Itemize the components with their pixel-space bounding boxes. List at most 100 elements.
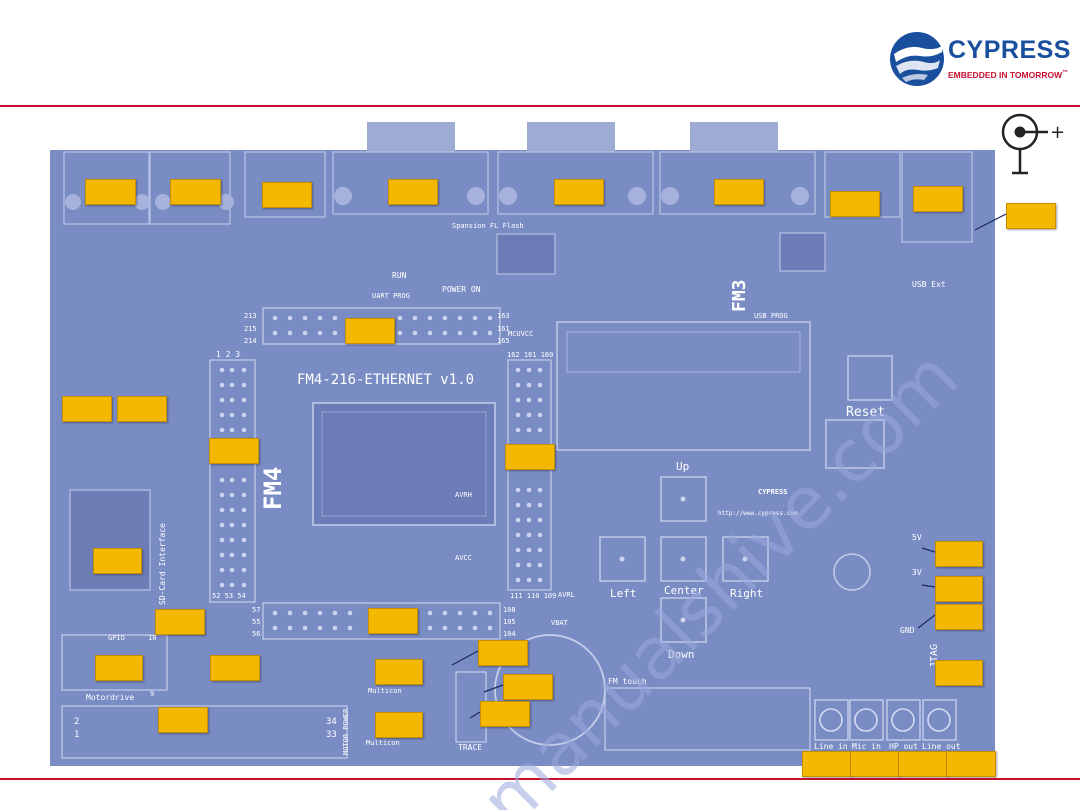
label-up: Up <box>676 460 689 473</box>
callout-marker <box>375 659 423 685</box>
callout-marker <box>935 576 983 602</box>
label-3v: 3V <box>912 568 922 577</box>
callout-marker <box>209 438 259 464</box>
label-vbat: VBAT <box>551 619 569 627</box>
mcu-chip <box>312 402 496 526</box>
callout-marker <box>830 191 880 217</box>
callout-marker <box>375 712 423 738</box>
svg-text:+: + <box>1050 122 1065 143</box>
label-spansion-flash: Spansion FL Flash <box>452 222 524 230</box>
pin-163: 163 <box>497 312 510 320</box>
callout-marker <box>714 179 764 205</box>
connector-tab <box>690 122 778 152</box>
header-right <box>507 359 552 591</box>
fm3-logo: FM3 <box>729 279 750 312</box>
lcd-area <box>556 321 811 451</box>
callout-marker <box>802 751 852 777</box>
label-left: Left <box>610 587 637 600</box>
label-right: Right <box>730 587 763 600</box>
callout-marker <box>388 179 438 205</box>
callout-marker <box>155 609 205 635</box>
label-run: RUN <box>392 271 407 280</box>
callout-marker <box>503 674 553 700</box>
pin-10: 10 <box>148 634 156 642</box>
callout-marker <box>1006 203 1056 229</box>
callout-marker <box>345 318 395 344</box>
pin-162-161-160: 162 161 160 <box>507 351 553 359</box>
navigation-buttons <box>599 476 769 643</box>
label-avrl: AVRL <box>558 591 575 599</box>
label-down: Down <box>668 648 695 661</box>
connector-tab <box>367 122 455 152</box>
label-center: Center <box>664 584 704 597</box>
pin-52-53-54: 52 53 54 <box>212 592 246 600</box>
label-hp-out: HP out <box>889 742 918 751</box>
pin-108: 108 <box>503 606 516 614</box>
pin-111-110-109: 111 110 109 <box>510 592 556 600</box>
callout-marker <box>262 182 312 208</box>
callout-marker <box>85 179 136 205</box>
label-multicon-1: Multicon <box>368 687 402 695</box>
dc-power-jack-icon: + <box>1001 113 1065 175</box>
callout-marker <box>210 655 260 681</box>
pin-33: 33 <box>326 730 337 740</box>
callout-marker <box>554 179 604 205</box>
label-sd-card: SD-Card Interface <box>158 523 167 605</box>
label-fm-touch: FM touch <box>608 677 647 686</box>
callout-marker <box>935 604 983 630</box>
flash-chip <box>496 233 556 275</box>
brand-tagline: EMBEDDED IN TOMORROW™ <box>948 70 1069 80</box>
callout-marker <box>898 751 948 777</box>
buzzer <box>833 553 871 591</box>
touch-pad <box>604 687 811 751</box>
callout-marker <box>117 396 167 422</box>
label-cypress-small: CYPRESS <box>758 488 788 496</box>
pin-105: 105 <box>503 618 516 626</box>
label-power-on: POWER ON <box>442 285 481 294</box>
pin-161: 161 <box>497 325 510 333</box>
callout-marker <box>946 751 996 777</box>
label-gnd: GND <box>900 626 915 635</box>
label-gpio: GPIO <box>108 634 125 642</box>
label-usb-prog: USB PROG <box>754 312 788 320</box>
pin-56: 56 <box>252 630 260 638</box>
label-mic-in: Mic in <box>852 742 881 751</box>
bottom-divider <box>0 778 1080 780</box>
callout-marker <box>913 186 963 212</box>
pin-214: 214 <box>244 337 257 345</box>
pin-215: 215 <box>244 325 257 333</box>
callout-marker <box>850 751 900 777</box>
usb-chip <box>779 232 826 272</box>
pin-9: 9 <box>150 690 154 698</box>
label-line-in: Line in <box>814 742 848 751</box>
callout-marker <box>158 707 208 733</box>
callout-marker <box>368 608 418 634</box>
label-url: http://www.cypress.com <box>718 510 798 517</box>
header-left <box>209 359 256 603</box>
pin-57: 57 <box>252 606 260 614</box>
label-motor-power: MOTOR POWER <box>342 708 350 755</box>
fm4-logo: FM4 <box>259 467 287 510</box>
pin-1-2-3: 1 2 3 <box>216 350 240 359</box>
motordrive-connector <box>61 634 168 691</box>
cypress-logo: CYPRESS EMBEDDED IN TOMORROW™ <box>888 28 1078 92</box>
pin-104: 104 <box>503 630 516 638</box>
bottom-connector <box>61 705 348 759</box>
callout-marker <box>95 655 143 681</box>
inductor <box>825 419 885 469</box>
label-uart-prog: UART PROG <box>372 292 410 300</box>
jack-outlines <box>63 151 973 243</box>
brand-name: CYPRESS <box>948 36 1071 64</box>
callout-marker <box>93 548 142 574</box>
mounting-holes <box>65 187 809 210</box>
label-mcuvcc: MCUVCC <box>508 330 533 338</box>
label-avcc: AVCC <box>455 554 472 562</box>
label-trace: TRACE <box>458 743 482 752</box>
callout-marker <box>935 660 983 686</box>
pin-55: 55 <box>252 618 260 626</box>
pin-213: 213 <box>244 312 257 320</box>
header-pins <box>219 315 543 631</box>
board-title: FM4-216-ETHERNET v1.0 <box>297 372 474 388</box>
audio-jacks <box>814 699 957 741</box>
